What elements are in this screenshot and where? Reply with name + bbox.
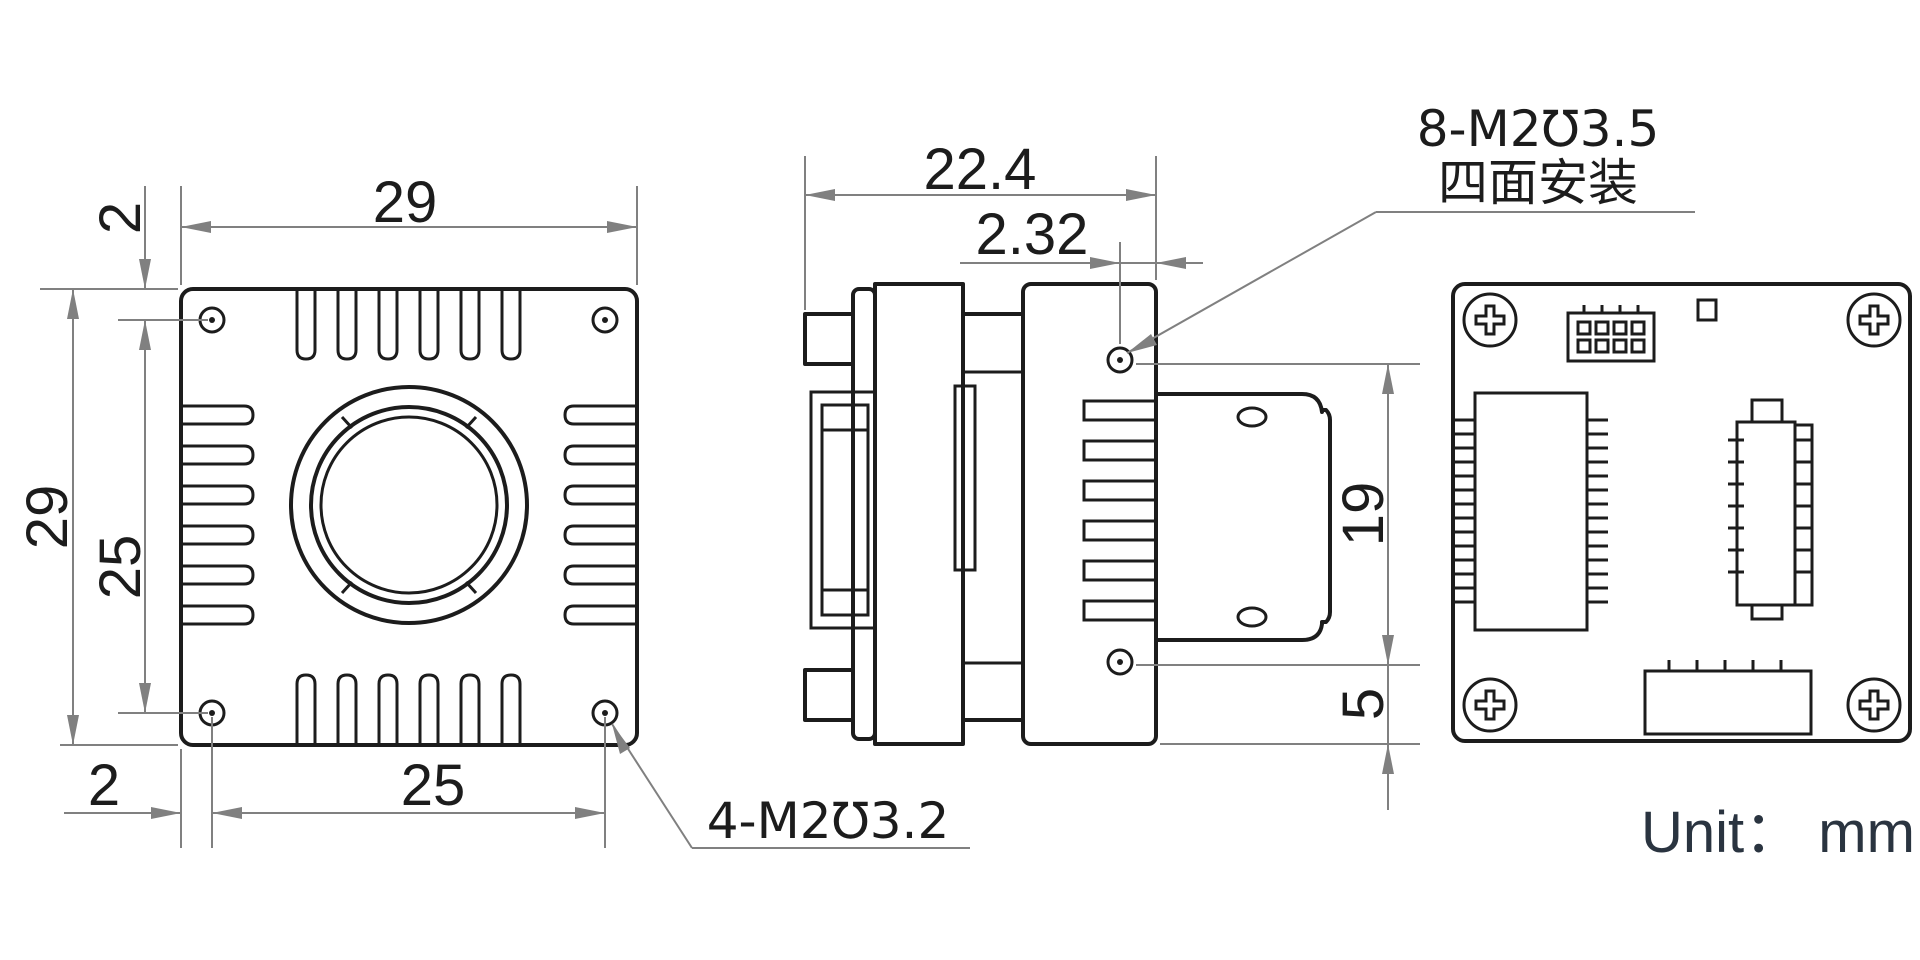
back-view: Unit： mm <box>1451 282 1915 865</box>
front-hole-callout: 4-M2℧3.2 <box>707 792 950 850</box>
unit-label: Unit： mm <box>1641 800 1915 865</box>
side-dimensions: 22.4 2.32 19 5 8-M2℧3.5 四面安装 <box>804 100 1695 810</box>
front-body <box>179 287 639 747</box>
front-fins-left <box>181 404 255 626</box>
front-lens-mount <box>289 385 529 625</box>
side-rear-plate <box>873 282 965 746</box>
back-board <box>1451 282 1912 743</box>
side-lens-barrel <box>1156 392 1332 642</box>
side-view: 22.4 2.32 19 5 8-M2℧3.5 四面安装 <box>803 100 1695 810</box>
side-depth-label: 22.4 <box>924 137 1037 202</box>
front-top-offset-label: 2 <box>88 202 153 234</box>
back-chip <box>1455 391 1608 632</box>
side-hole-spacing-label: 19 <box>1331 482 1396 547</box>
side-hole-callout: 8-M2℧3.5 <box>1417 100 1660 158</box>
back-screws <box>1462 292 1902 733</box>
front-fins-top <box>295 289 522 361</box>
side-front-block <box>1021 282 1158 746</box>
front-height-label: 29 <box>15 485 80 550</box>
back-fpc-connector <box>1728 398 1814 621</box>
front-hole-h-label: 25 <box>401 753 466 818</box>
front-hole-v-label: 25 <box>88 535 153 600</box>
side-step-label: 2.32 <box>976 202 1089 267</box>
front-dimensions: 29 29 25 2 25 <box>15 170 970 850</box>
front-mounting-holes <box>198 306 619 727</box>
front-view: 29 29 25 2 25 <box>15 170 970 850</box>
side-bottom-offset-label: 5 <box>1331 688 1396 720</box>
front-left-offset-label: 2 <box>88 753 120 818</box>
front-fins-bottom <box>295 673 522 745</box>
side-hole-install-note: 四面安装 <box>1438 154 1638 212</box>
back-pin-header <box>1566 298 1718 363</box>
back-bottom-connector <box>1643 660 1813 736</box>
front-width-label: 29 <box>373 170 438 235</box>
front-fins-right <box>563 404 637 626</box>
